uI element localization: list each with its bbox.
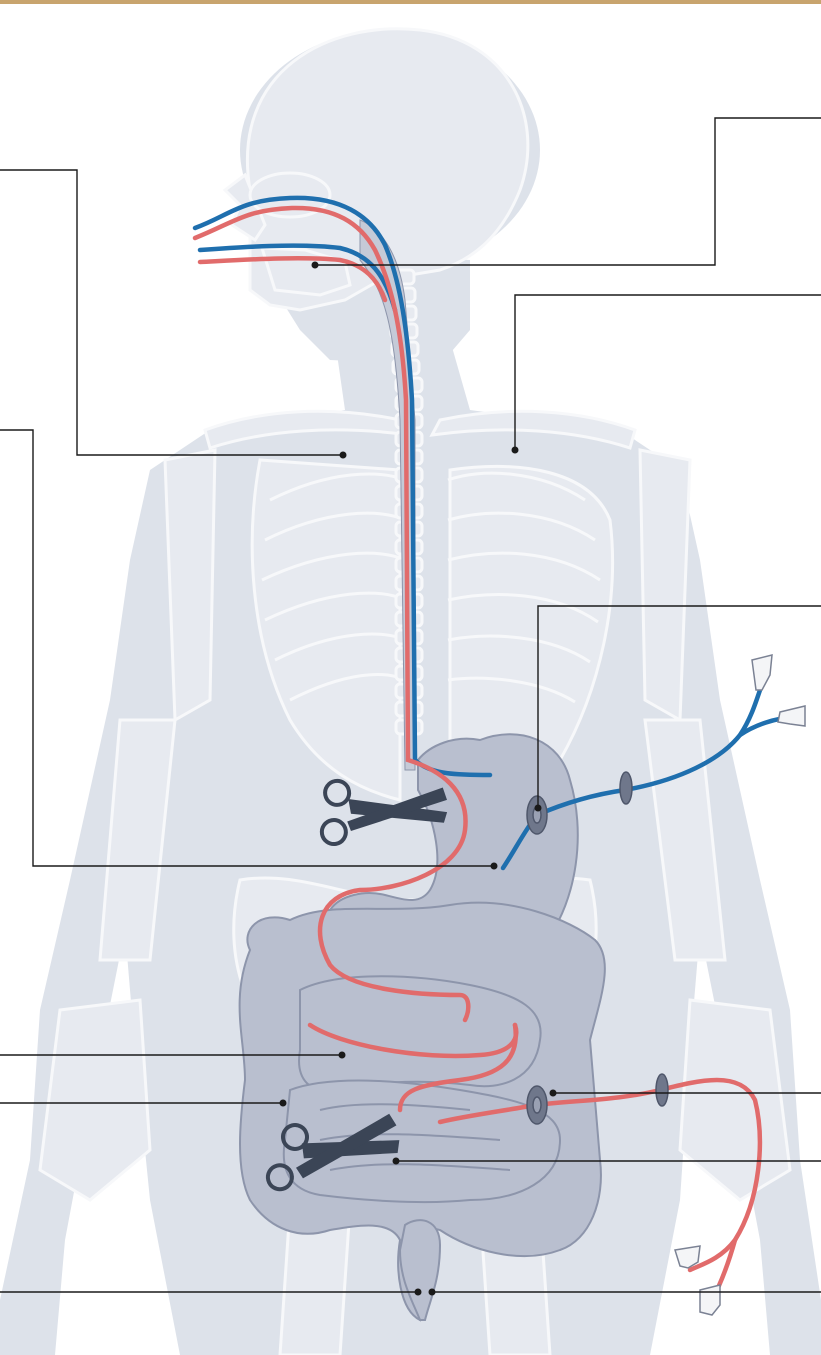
feeding-tube-anatomy-diagram (0, 0, 821, 1355)
